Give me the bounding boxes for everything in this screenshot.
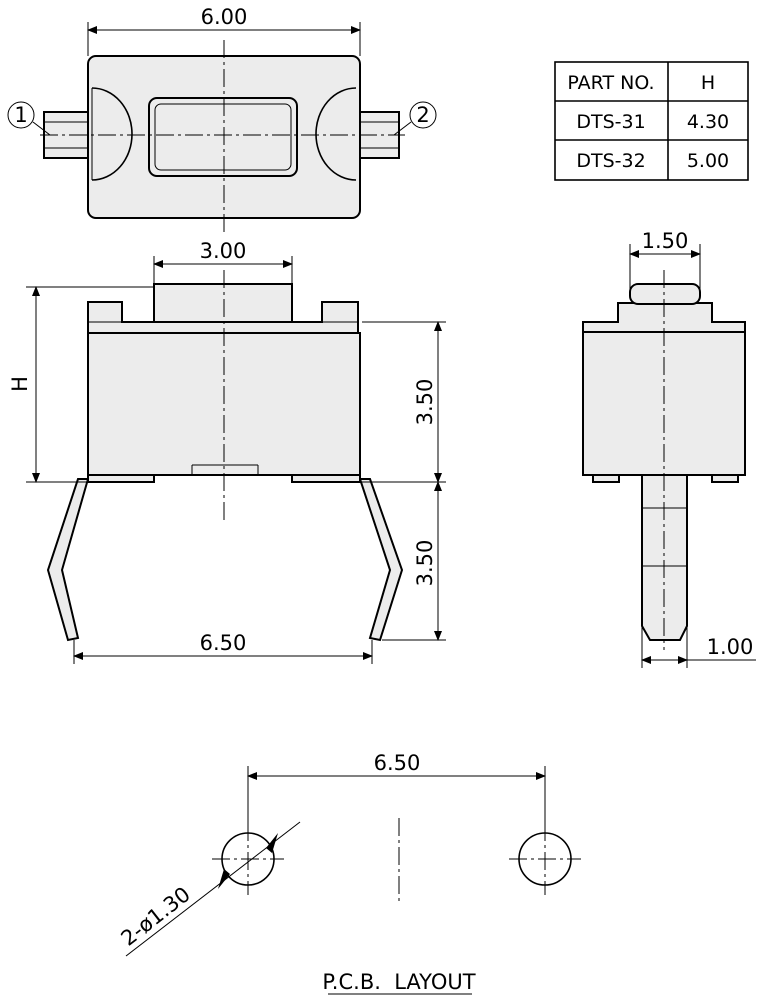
front-actuator (153, 283, 293, 323)
pin-2-marker (409, 101, 437, 129)
pcb-caption: P.C.B. LAYOUT (322, 970, 475, 994)
front-height-label: H (8, 376, 32, 392)
front-cap-width-dim: 3.00 (200, 239, 247, 263)
table-header-part-no: PART NO. (567, 72, 654, 94)
front-pitch-dim: 6.50 (200, 631, 247, 655)
side-actuator (629, 283, 701, 305)
table-header-h: H (701, 72, 715, 94)
front-body-height-dim: 3.50 (413, 379, 437, 426)
front-right-lead (358, 478, 404, 642)
side-cap-width-dim: 1.50 (642, 229, 689, 253)
pin-1-label: 1 (14, 103, 27, 127)
table-row-1-h: 4.30 (687, 111, 729, 133)
pin-1-marker (7, 101, 35, 129)
side-lead-width-dim: 1.00 (707, 635, 754, 659)
pcb-pitch-dim: 6.50 (374, 751, 421, 775)
side-view: 1.50 1.00 (582, 229, 756, 668)
top-actuator (148, 97, 298, 177)
table-row-1-part: DTS-31 (576, 111, 645, 133)
part-table: PART NO. H DTS-31 4.30 DTS-32 5.00 (554, 61, 749, 181)
pcb-layout: 6.50 2-ø1.30 P.C.B. LAYOUT (117, 751, 581, 995)
table-row-2-part: DTS-32 (576, 150, 645, 172)
table-row-2-h: 5.00 (687, 150, 729, 172)
top-view: 1 2 6.00 (7, 5, 437, 232)
pcb-hole-dim: 2-ø1.30 (117, 882, 195, 951)
top-width-dim: 6.00 (201, 5, 248, 29)
pin-2-label: 2 (416, 103, 429, 127)
front-left-lead (46, 478, 90, 642)
front-view: 3.00 H 3.50 3.50 6.50 (8, 239, 446, 664)
front-lead-length-dim: 3.50 (413, 540, 437, 587)
